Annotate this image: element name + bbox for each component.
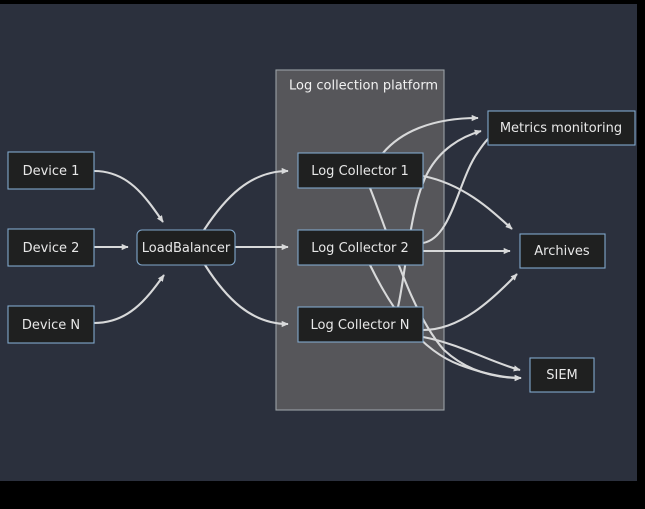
edge-loadbalancer-to-collector1	[203, 167, 289, 231]
node-log-collector-n[interactable]: Log Collector N	[297, 306, 424, 343]
node-log-collector-2[interactable]: Log Collector 2	[297, 229, 424, 266]
node-device-1[interactable]: Device 1	[7, 151, 95, 190]
edge-device1-to-loadbalancer	[93, 169, 164, 223]
node-device-n[interactable]: Device N	[7, 305, 95, 344]
node-device-2[interactable]: Device 2	[7, 228, 95, 267]
node-log-collector-2-rect[interactable]	[297, 229, 424, 266]
node-siem-rect[interactable]	[529, 357, 595, 393]
node-metrics-monitoring-rect[interactable]	[487, 110, 636, 146]
node-loadbalancer[interactable]: LoadBalancer	[136, 229, 236, 266]
edge-collectorN-to-archives	[422, 273, 518, 332]
node-siem[interactable]: SIEM	[529, 357, 595, 393]
node-log-collector-1-rect[interactable]	[297, 152, 424, 189]
edge-collector1-to-metrics	[382, 114, 479, 154]
node-archives[interactable]: Archives	[519, 233, 606, 269]
node-log-collector-1[interactable]: Log Collector 1	[297, 152, 424, 189]
node-archives-rect[interactable]	[519, 233, 606, 269]
edge-collector2-to-siem	[369, 264, 522, 382]
edge-loadbalancer-to-collectorN	[204, 264, 289, 328]
node-metrics-monitoring[interactable]: Metrics monitoring	[487, 110, 636, 146]
edge-collectorN-to-metrics	[396, 129, 482, 308]
node-loadbalancer-rect[interactable]	[136, 229, 236, 266]
node-device-2-rect[interactable]	[7, 228, 95, 267]
edge-deviceN-to-loadbalancer	[93, 274, 165, 325]
edges-layer	[93, 114, 522, 382]
edge-collector1-to-archives	[422, 174, 513, 230]
node-log-collector-n-rect[interactable]	[297, 306, 424, 343]
node-device-n-rect[interactable]	[7, 305, 95, 344]
edge-collectorN-to-siem	[422, 335, 521, 372]
node-device-1-rect[interactable]	[7, 151, 95, 190]
